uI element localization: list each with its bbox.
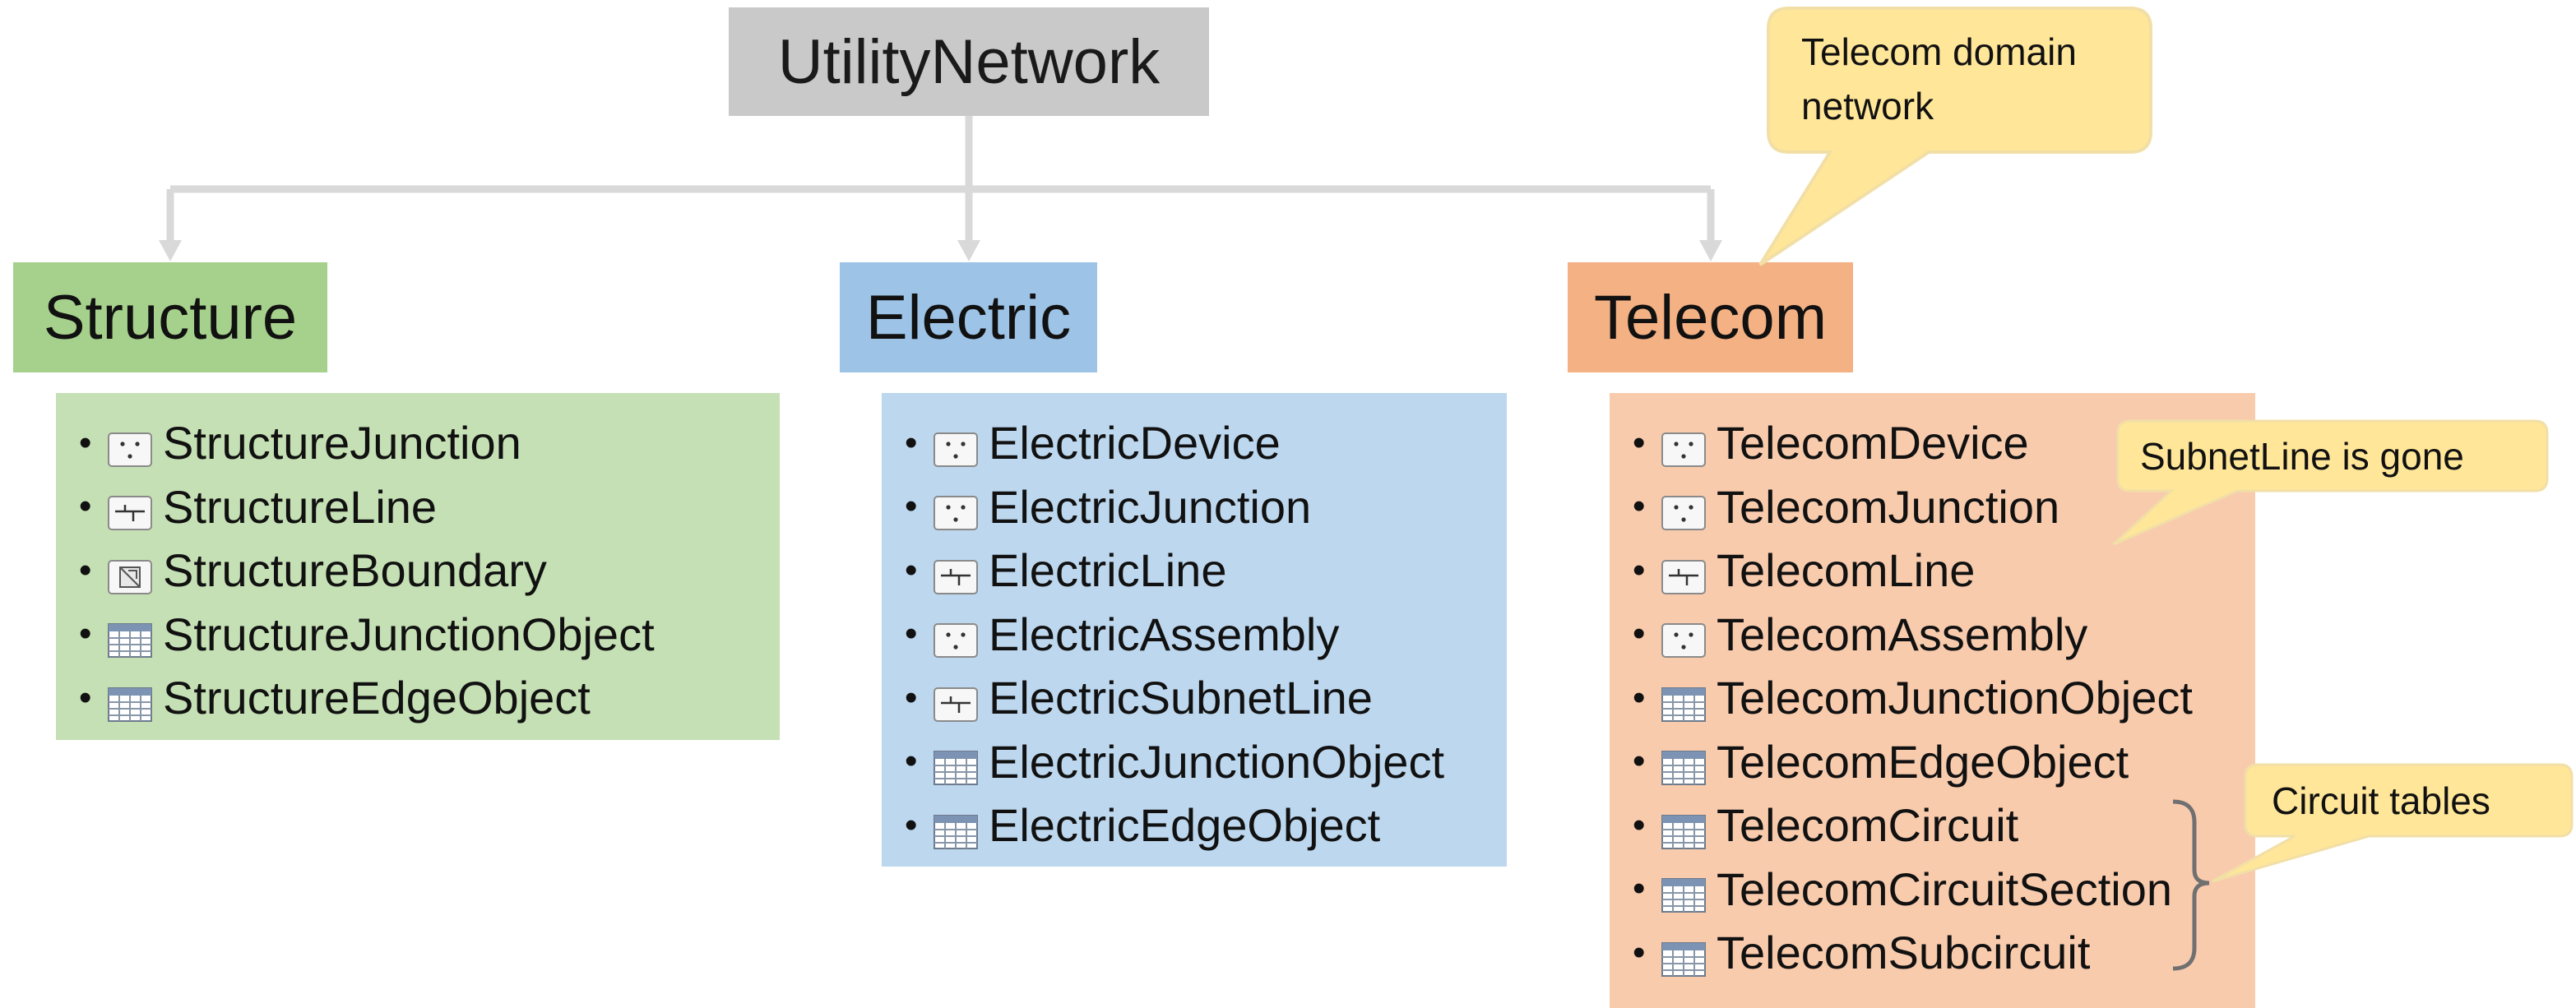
class-label: TelecomSubcircuit	[1717, 927, 2091, 979]
bullet: •	[905, 549, 918, 590]
bullet: •	[1633, 422, 1646, 463]
class-label: ElectricAssembly	[989, 608, 1340, 660]
class-label: ElectricJunction	[989, 480, 1312, 533]
point-feature-icon	[933, 425, 979, 467]
class-label: TelecomJunctionObject	[1717, 672, 2193, 724]
bullet: •	[905, 804, 918, 845]
structure-class-list: • StructureJunction • StructureLine • Structu…	[56, 393, 780, 740]
list-item: • ElectricEdgeObject	[882, 793, 1507, 858]
telecom-domain-callout: Telecom domain network	[1801, 30, 2077, 127]
telecom-class-list: • TelecomDevice • TelecomJunction • TelecomLi…	[1610, 393, 2255, 1008]
bullet: •	[79, 422, 92, 463]
list-item: • TelecomCircuitSection	[1610, 858, 2255, 922]
point-feature-icon	[933, 616, 979, 659]
list-item: • TelecomDevice	[1610, 411, 2255, 475]
electric-class-list: • ElectricDevice • ElectricJunction • Electri…	[882, 393, 1507, 867]
bullet: •	[1633, 613, 1646, 654]
bullet: •	[79, 549, 92, 590]
list-item: • ElectricLine	[882, 539, 1507, 603]
list-item: • StructureJunctionObject	[56, 603, 780, 667]
bullet: •	[79, 677, 92, 718]
point-feature-icon	[1661, 488, 1707, 531]
telecom-domain-header: Telecom	[1568, 262, 1853, 372]
class-label: ElectricSubnetLine	[989, 672, 1373, 724]
bullet: •	[1633, 932, 1646, 973]
list-item: • TelecomJunction	[1610, 475, 2255, 539]
point-feature-icon	[1661, 616, 1707, 659]
class-label: TelecomJunction	[1717, 480, 2060, 533]
table-icon	[933, 807, 979, 849]
bullet: •	[905, 422, 918, 463]
class-label: ElectricLine	[989, 544, 1227, 597]
arrowhead-structure	[159, 240, 182, 261]
list-item: • TelecomEdgeObject	[1610, 730, 2255, 794]
table-icon	[1661, 680, 1707, 722]
point-feature-icon	[1661, 425, 1707, 467]
list-item: • StructureLine	[56, 475, 780, 539]
class-label: TelecomLine	[1717, 544, 1976, 597]
bullet: •	[1633, 868, 1646, 909]
class-label: StructureLine	[163, 480, 438, 533]
list-item: • ElectricAssembly	[882, 603, 1507, 667]
line-feature-icon	[933, 553, 979, 594]
class-label: StructureJunction	[163, 417, 521, 469]
list-item: • ElectricSubnetLine	[882, 666, 1507, 730]
bullet: •	[1633, 804, 1646, 845]
list-item: • ElectricJunctionObject	[882, 730, 1507, 794]
line-feature-icon	[107, 488, 153, 531]
utility-network-node: UtilityNetwork	[729, 7, 1209, 116]
list-item: • TelecomSubcircuit	[1610, 921, 2255, 985]
polygon-feature-icon	[107, 553, 153, 594]
structure-domain-header: Structure	[13, 262, 327, 372]
table-icon	[1661, 807, 1707, 849]
table-icon	[933, 743, 979, 786]
bullet: •	[1633, 741, 1646, 782]
class-label: TelecomCircuitSection	[1717, 862, 2172, 915]
class-label: TelecomEdgeObject	[1717, 735, 2129, 788]
electric-domain-header: Electric	[840, 262, 1097, 372]
arrowhead-electric	[957, 240, 980, 261]
table-icon	[107, 680, 153, 722]
class-label: StructureEdgeObject	[163, 672, 591, 724]
class-label: TelecomDevice	[1717, 417, 2029, 469]
bullet: •	[905, 677, 918, 718]
bullet: •	[79, 613, 92, 654]
line-feature-icon	[1661, 553, 1707, 594]
bullet: •	[1633, 549, 1646, 590]
table-icon	[1661, 871, 1707, 913]
line-feature-icon	[933, 680, 979, 722]
list-item: • TelecomLine	[1610, 539, 2255, 603]
point-feature-icon	[933, 488, 979, 531]
circuit-tables-callout: Circuit tables	[2272, 779, 2490, 822]
subnetline-callout: SubnetLine is gone	[2140, 435, 2464, 478]
bullet: •	[1633, 677, 1646, 718]
table-icon	[1661, 935, 1707, 977]
bullet: •	[905, 741, 918, 782]
arrowhead-telecom	[1699, 240, 1722, 261]
class-label: ElectricEdgeObject	[989, 799, 1381, 852]
table-icon	[1661, 743, 1707, 786]
list-item: • TelecomJunctionObject	[1610, 666, 2255, 730]
class-label: ElectricJunctionObject	[989, 735, 1445, 788]
bullet: •	[1633, 486, 1646, 527]
bullet: •	[905, 613, 918, 654]
list-item: • StructureEdgeObject	[56, 666, 780, 730]
list-item: • StructureBoundary	[56, 539, 780, 603]
table-icon	[107, 616, 153, 659]
list-item: • StructureJunction	[56, 411, 780, 475]
bullet: •	[905, 486, 918, 527]
list-item: • ElectricJunction	[882, 475, 1507, 539]
list-item: • TelecomCircuit	[1610, 793, 2255, 858]
class-label: TelecomCircuit	[1717, 799, 2019, 852]
class-label: StructureJunctionObject	[163, 608, 655, 660]
class-label: StructureBoundary	[163, 544, 547, 597]
list-item: • TelecomAssembly	[1610, 603, 2255, 667]
list-item: • ElectricDevice	[882, 411, 1507, 475]
bullet: •	[79, 486, 92, 527]
class-label: ElectricDevice	[989, 417, 1281, 469]
class-label: TelecomAssembly	[1717, 608, 2088, 660]
point-feature-icon	[107, 425, 153, 467]
